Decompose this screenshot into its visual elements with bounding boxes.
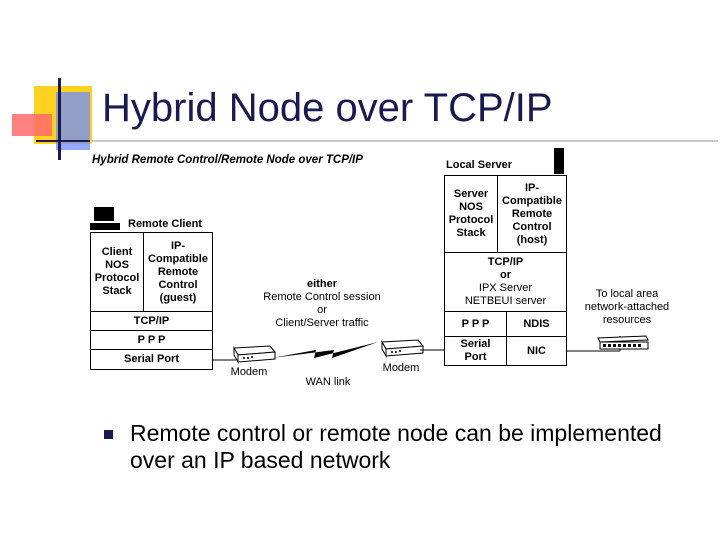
computer-icon-remote [90, 207, 120, 230]
local-server-header: Local Server [446, 159, 513, 171]
modem-icon-left [233, 345, 276, 364]
wan-link-label: WAN link [305, 376, 351, 388]
local-server-ndis: NDIS [506, 311, 567, 337]
decor-horizontal-line [36, 140, 90, 142]
local-server-ppp: P P P [444, 311, 507, 337]
local-server-nos-stack: Server NOS Protocol Stack [444, 175, 498, 253]
remote-client-header: Remote Client [128, 218, 202, 230]
local-server-transport-bold: TCP/IP or [487, 256, 524, 281]
local-server-serial-port: Serial Port [444, 336, 507, 366]
network-hub-icon [597, 335, 649, 350]
decor-vertical-line [58, 78, 61, 160]
either-label: either [307, 278, 337, 290]
title-rule [92, 140, 718, 142]
wan-link-bolt-icon [272, 342, 378, 358]
lan-resources-label: To local area network-attached resources [584, 288, 670, 326]
bullet-marker [104, 430, 113, 439]
diagram-title: Hybrid Remote Control/Remote Node over T… [92, 154, 363, 166]
local-server-transport: TCP/IP or IPX Server NETBEUI server [444, 252, 567, 312]
local-server-transport-plain: IPX Server NETBEUI server [464, 282, 547, 307]
modem-left-label: Modem [230, 366, 268, 378]
bullet-text: Remote control or remote node can be imp… [130, 420, 662, 473]
server-icon [554, 148, 564, 174]
slide-title: Hybrid Node over TCP/IP [102, 86, 553, 130]
remote-client-nos-stack: Client NOS Protocol Stack [90, 232, 144, 312]
remote-client-ip-control: IP- Compatible Remote Control (guest) [143, 232, 213, 312]
modem-right-label: Modem [382, 362, 420, 374]
decor-square-red [12, 114, 52, 136]
modem-icon-right [381, 339, 424, 358]
local-server-nic: NIC [506, 336, 567, 366]
traffic-label: Remote Control session or Client/Server … [263, 291, 381, 329]
remote-client-serial-port: Serial Port [90, 349, 213, 370]
local-server-ip-control: IP- Compatible Remote Control (host) [497, 175, 567, 253]
